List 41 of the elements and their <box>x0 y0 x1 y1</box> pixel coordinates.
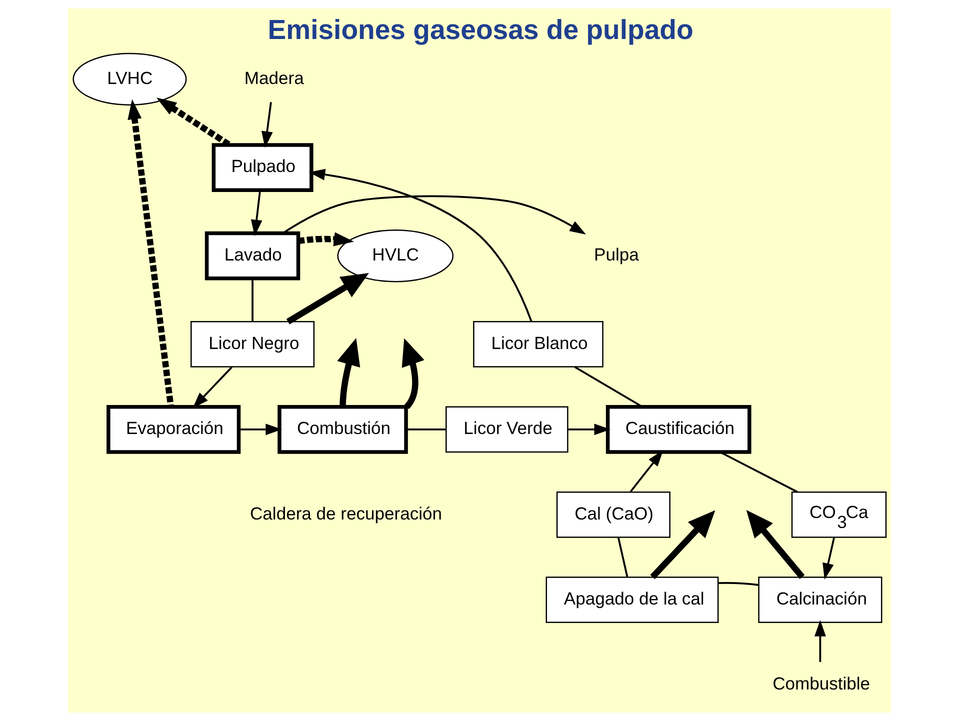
arrow <box>746 510 805 580</box>
connector <box>252 278 254 322</box>
node-ellipse: LVHC <box>72 52 187 106</box>
arrow <box>822 537 835 580</box>
node-box: Caustificación <box>606 405 752 454</box>
arrow <box>814 620 826 662</box>
arrow <box>568 424 611 436</box>
node-ellipse: HVLC <box>337 230 454 282</box>
node-text: Madera <box>244 68 304 88</box>
node-box: Licor Negro <box>190 321 315 368</box>
arrow <box>337 338 360 407</box>
arrow <box>308 168 532 322</box>
arrow <box>650 510 716 580</box>
arrow <box>402 338 424 409</box>
arrow <box>630 450 664 492</box>
connector <box>720 451 798 493</box>
diagram-title: Emisiones gaseosas de pulpado <box>268 14 694 46</box>
node-label: Caldera de recuperación <box>250 503 442 524</box>
node-box: Lavado <box>204 231 300 280</box>
node-box: Licor Blanco <box>473 321 604 368</box>
arrow <box>286 273 369 324</box>
node-box: Apagado de la cal <box>546 576 719 624</box>
connector <box>617 537 628 577</box>
node-text: Pulpa <box>594 244 639 264</box>
node-box: Cal (CaO) <box>556 491 670 538</box>
connector <box>406 428 446 430</box>
arrow <box>261 102 273 148</box>
connector <box>718 582 759 586</box>
arrow <box>128 99 174 407</box>
arrow <box>282 195 586 235</box>
arrow <box>239 424 282 436</box>
node-box: Licor Verde <box>446 406 568 453</box>
node-box: Evaporación <box>106 405 241 454</box>
arrow <box>250 190 262 236</box>
node-box: Calcinación <box>758 576 882 624</box>
arrow <box>156 98 232 148</box>
node-box: Combustión <box>278 405 408 454</box>
connector <box>574 366 643 408</box>
arrow <box>298 232 354 246</box>
node-text: Combustible <box>772 674 870 694</box>
node-box: Pulpado <box>212 143 314 192</box>
